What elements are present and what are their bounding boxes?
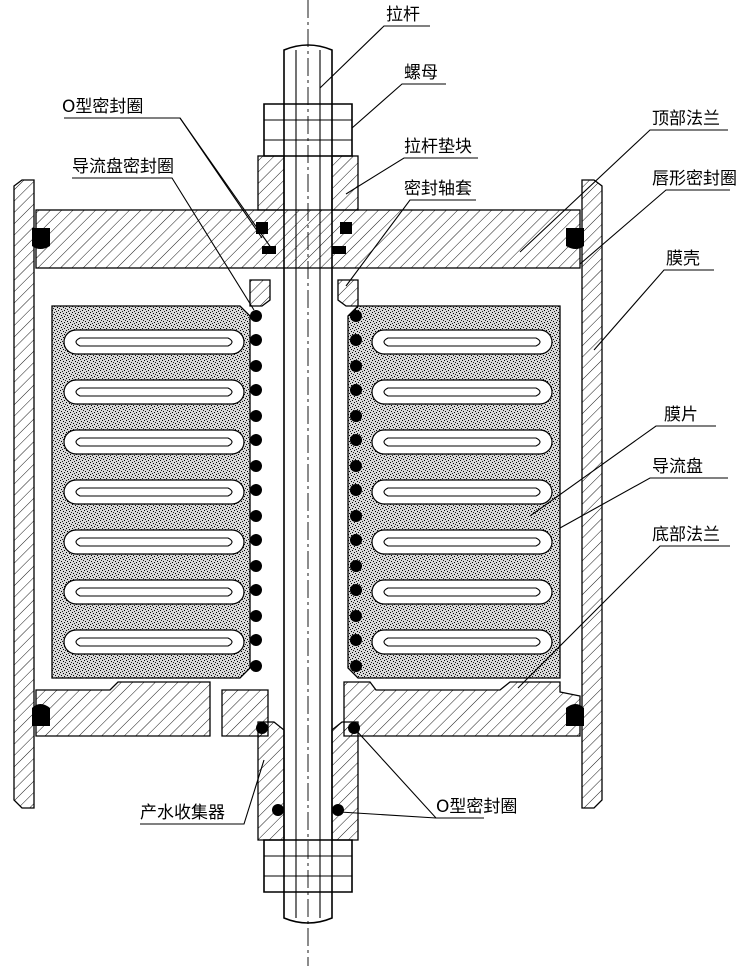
label-membrane-shell: 膜壳 [666, 249, 700, 269]
membrane-shell [13, 179, 603, 809]
label-lip-seal: 唇形密封圈 [652, 169, 737, 189]
labels: 拉杆 螺母 O型密封圈 拉杆垫块 顶部法兰 导流盘密封圈 密封轴套 唇形密封圈 … [62, 5, 737, 823]
lip-seal-top [32, 228, 584, 249]
label-bottom-flange: 底部法兰 [652, 525, 720, 545]
label-guide-disc-seal: 导流盘密封圈 [72, 157, 174, 177]
label-seal-sleeve: 密封轴套 [404, 179, 472, 199]
label-o-ring-bottom: O型密封圈 [436, 797, 517, 817]
membrane-stack-right [347, 305, 561, 679]
label-nut: 螺母 [404, 63, 438, 83]
membrane-stack-left [51, 305, 251, 679]
membrane-sheets [75, 337, 541, 647]
nut-bottom [263, 839, 353, 893]
tie-rod-spacer [257, 155, 359, 211]
guide-disc-seals [250, 310, 362, 672]
leader-lines [64, 25, 730, 825]
tie-rod [283, 0, 333, 966]
bottom-flange [35, 681, 581, 737]
label-o-ring-top: O型密封圈 [62, 97, 143, 117]
seal-sleeve [249, 222, 359, 307]
label-guide-disc: 导流盘 [652, 457, 703, 477]
label-top-flange: 顶部法兰 [652, 109, 720, 129]
label-membrane-sheet: 膜片 [664, 405, 698, 425]
permeate-collector [256, 721, 360, 841]
label-tie-rod-spacer: 拉杆垫块 [404, 137, 472, 157]
label-tie-rod: 拉杆 [386, 5, 420, 25]
label-permeate-collector: 产水收集器 [140, 803, 225, 823]
